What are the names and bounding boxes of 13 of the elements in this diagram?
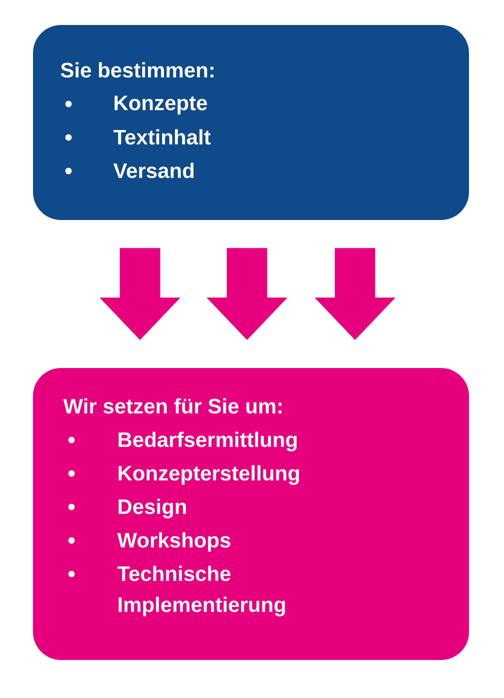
list-item: Workshops — [117, 532, 230, 552]
box-heading: Sie bestimmen: — [60, 62, 214, 78]
block-arrow — [206, 248, 288, 340]
box-heading: Wir setzen für Sie um: — [63, 398, 282, 414]
list-item: Konzepte — [114, 96, 207, 114]
block-arrow — [314, 248, 396, 340]
list-item: Konzepterstellung — [118, 465, 299, 485]
list-item: Design — [118, 498, 186, 518]
block-arrow — [100, 248, 180, 340]
list-item: Textinhalt — [113, 129, 211, 145]
list-item: Versand — [113, 162, 194, 178]
list-item: Bedarfsermittlung — [118, 432, 297, 452]
list-item: Technische Implementierung — [117, 566, 285, 616]
